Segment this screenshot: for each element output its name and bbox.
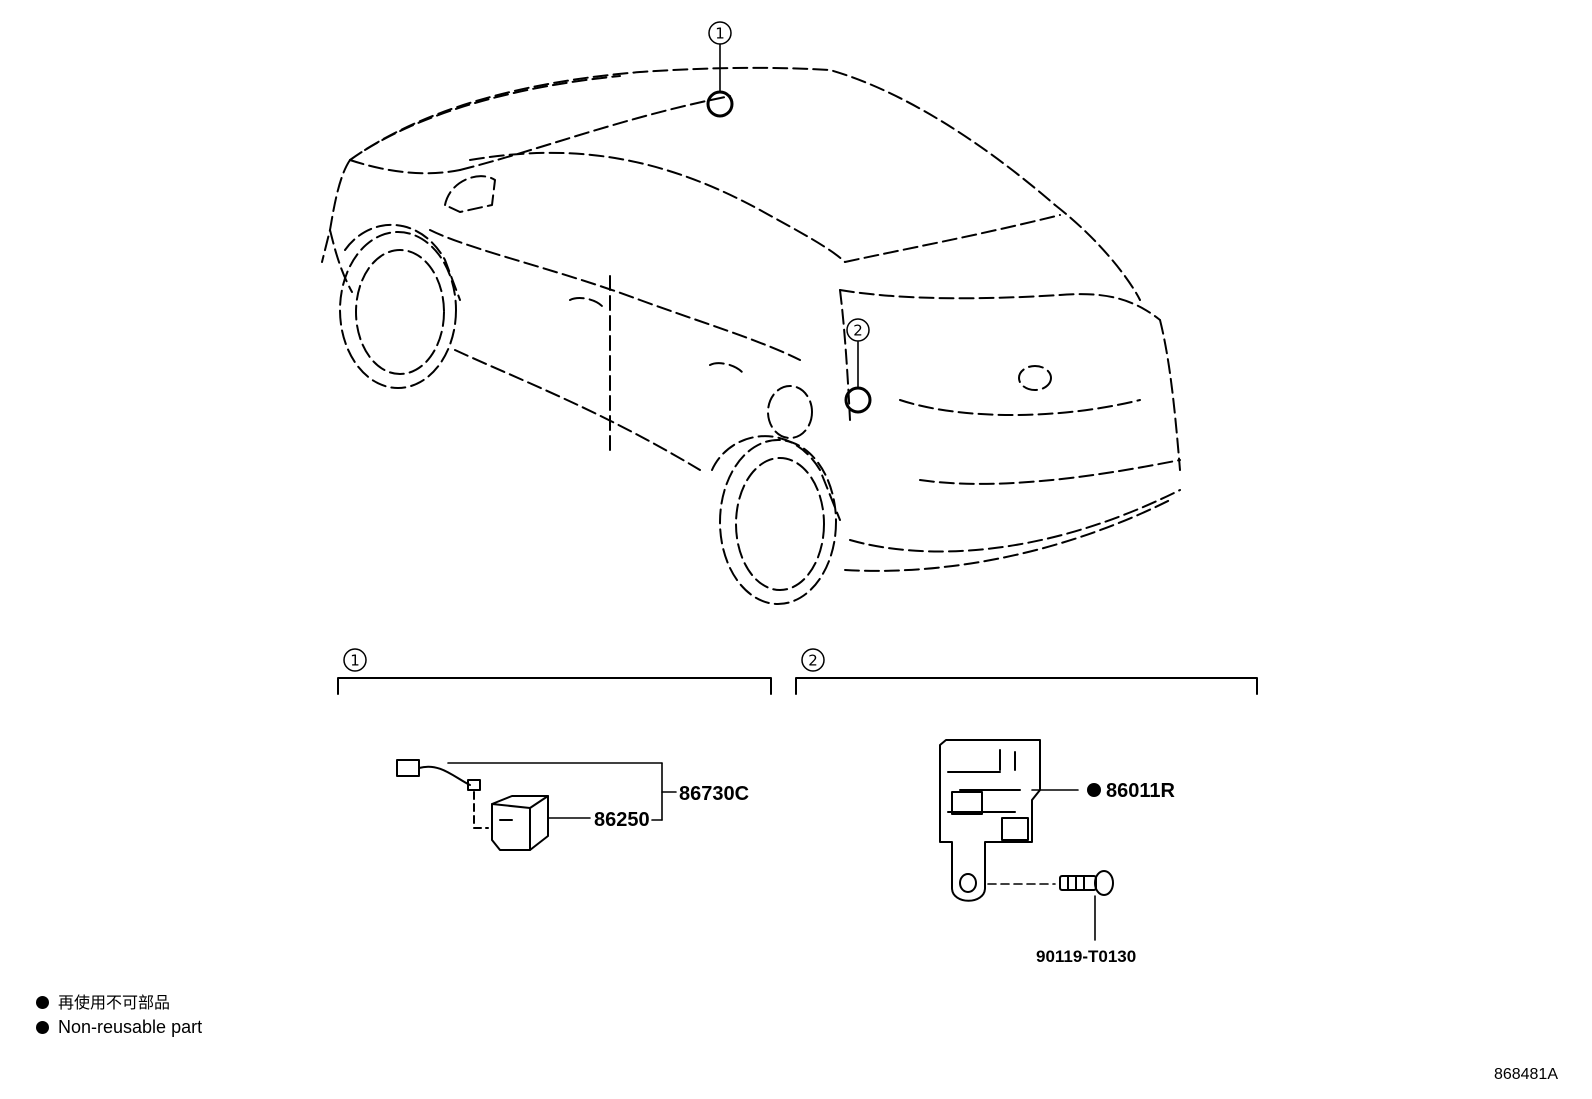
control-unit-illustration <box>939 739 1041 902</box>
non-reusable-marker-icon <box>1087 783 1101 797</box>
svg-text:1: 1 <box>715 25 725 43</box>
bolt-illustration <box>1059 870 1114 896</box>
figure-id: 868481A <box>1493 1066 1558 1083</box>
filled-circle-icon <box>36 1021 49 1034</box>
mount-point-roof <box>706 90 734 118</box>
legend-japanese: 再使用不可部品 <box>36 992 170 1014</box>
filled-circle-icon <box>36 996 49 1009</box>
part-number-control-unit[interactable]: 86011R <box>1106 780 1176 802</box>
callout-roof: 1 <box>708 21 732 45</box>
callout-rear-side: 2 <box>846 318 870 342</box>
legend-english: Non-reusable part <box>36 1016 202 1038</box>
svg-text:2: 2 <box>853 322 863 340</box>
sub-wire-illustration <box>396 759 489 829</box>
vehicle-illustration <box>321 66 1181 605</box>
section-label-1: 1 <box>343 648 367 672</box>
section-label-2: 2 <box>801 648 825 672</box>
leader-lines-1 <box>447 762 677 821</box>
legend-english-text: Non-reusable part <box>58 1017 203 1037</box>
svg-text:2: 2 <box>808 652 818 670</box>
svg-text:1: 1 <box>350 652 360 670</box>
part-number-receiver[interactable]: 86250 <box>594 809 650 831</box>
section-bracket-1 <box>337 677 772 695</box>
legend-japanese-text: 再使用不可部品 <box>58 993 171 1012</box>
section-bracket-2 <box>795 677 1258 695</box>
receiver-illustration <box>491 795 549 851</box>
leader-lines-2 <box>987 789 1096 941</box>
part-number-bolt[interactable]: 90119-T0130 <box>1036 947 1136 966</box>
part-number-sub-wire[interactable]: 86730C <box>679 783 749 805</box>
